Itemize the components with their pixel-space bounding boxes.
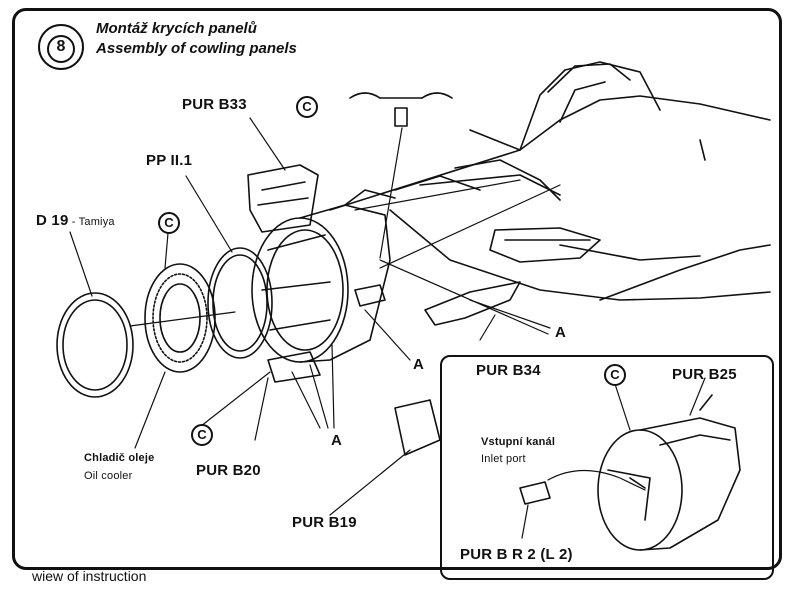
label-pp-ii-1: PP II.1: [146, 152, 193, 169]
title-czech: Montáž krycích panelů: [96, 20, 257, 37]
title-english: Assembly of cowling panels: [96, 40, 297, 57]
label-pur-b25: PUR B25: [672, 366, 737, 383]
label-tamiya: - Tamiya: [68, 216, 115, 228]
inset-panel: [440, 355, 774, 580]
cowling-ring-drawing: [251, 189, 396, 363]
marker-c-left: C: [158, 212, 180, 234]
d19-ring-drawing: [56, 292, 134, 398]
label-oil-cooler-en: Oil cooler: [84, 470, 133, 482]
pur-b33-panel-drawing: [247, 164, 319, 233]
label-pur-b19: PUR B19: [292, 514, 357, 531]
leader-lines: [69, 117, 561, 516]
step-number-badge: 8: [38, 24, 84, 70]
label-pur-b-r-2: PUR B R 2 (L 2): [460, 546, 573, 563]
label-oil-cooler-cz: Chladič oleje: [84, 452, 155, 464]
top-clip-drawing: [349, 92, 453, 127]
diagram-frame: [12, 8, 782, 570]
label-a-right: A: [555, 324, 567, 341]
label-pur-b33: PUR B33: [182, 96, 247, 113]
step-number: 8: [47, 35, 75, 64]
label-d19-text: D 19: [36, 212, 69, 229]
marker-c-bottom: C: [191, 424, 213, 446]
label-inlet-cz: Vstupní kanál: [481, 436, 556, 448]
marker-c-inset: C: [604, 364, 626, 386]
label-a-center: A: [413, 356, 425, 373]
label-a-bottom: A: [331, 432, 343, 449]
label-pur-b20: PUR B20: [196, 462, 261, 479]
inset-cowl-drawing: [519, 377, 741, 551]
footer-caption: wiew of instruction: [32, 568, 147, 584]
label-inlet-en: Inlet port: [481, 453, 526, 465]
oil-cooler-drawing: [144, 263, 216, 373]
label-pur-b34: PUR B34: [476, 362, 541, 379]
radiator-ring-drawing: [207, 247, 273, 359]
marker-c-top: C: [296, 96, 318, 118]
label-d19: D 19 - Tamiya: [36, 212, 115, 229]
